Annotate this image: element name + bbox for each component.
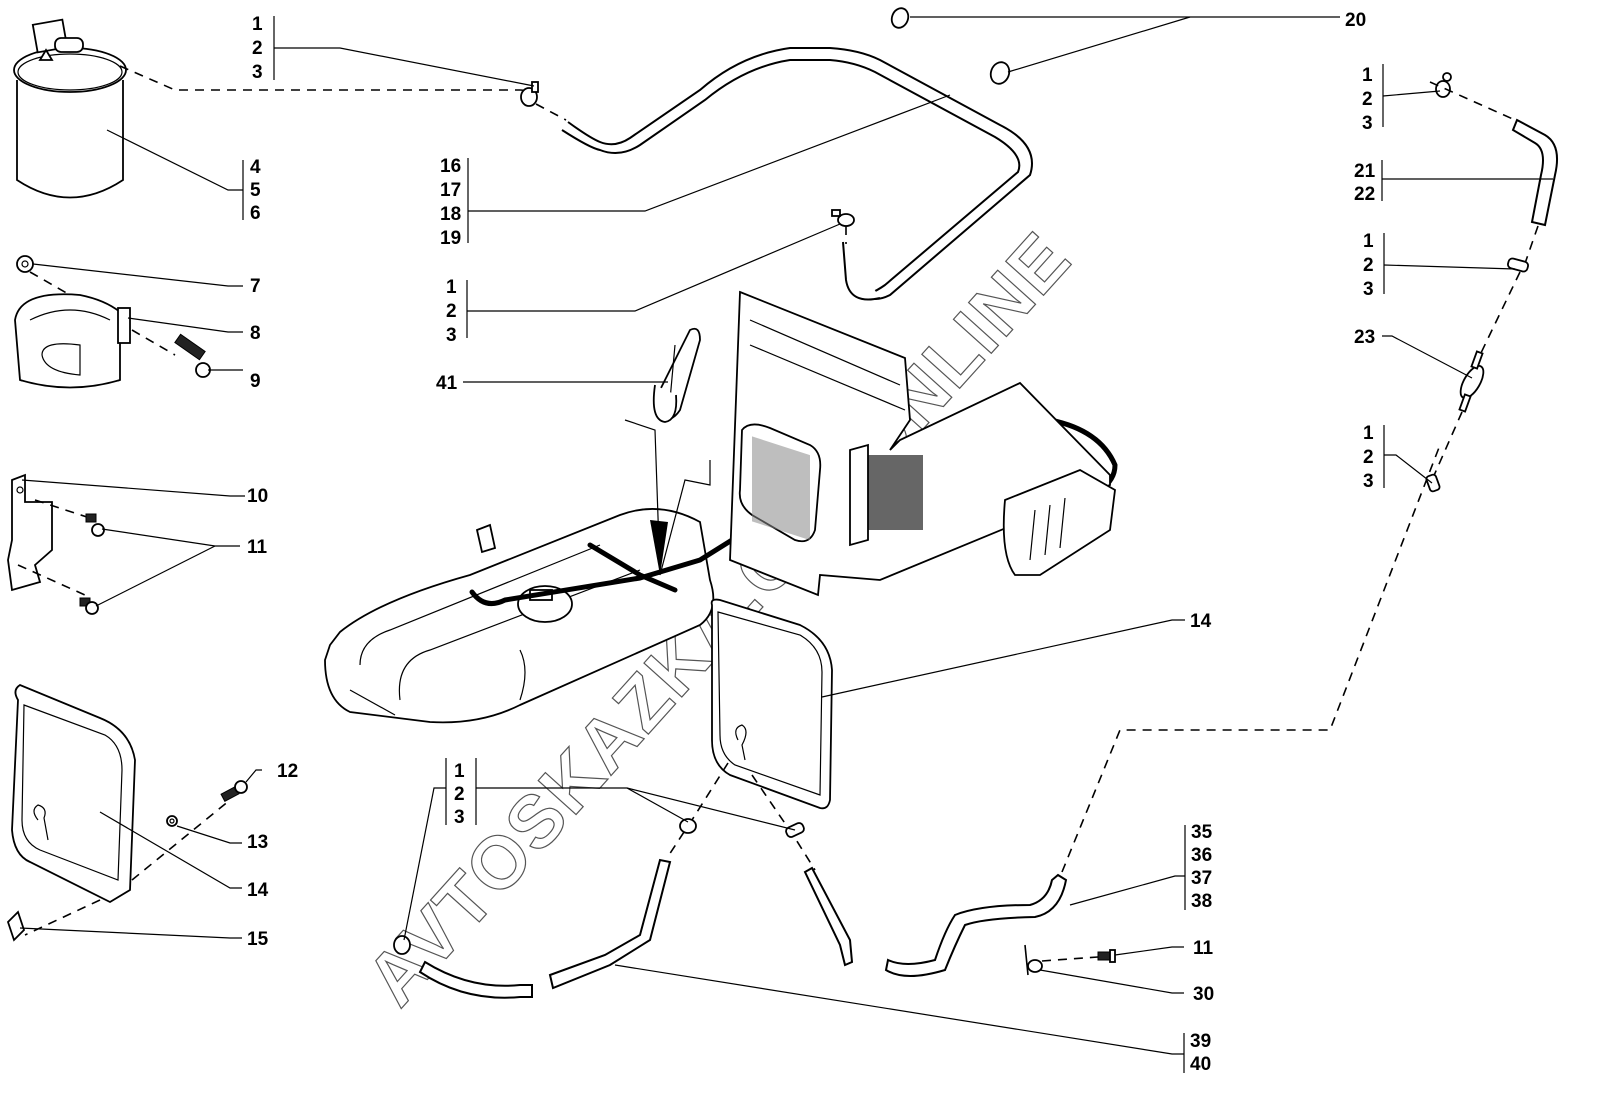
callout-1-2-3-right-b-2: 2: [1363, 255, 1374, 276]
hose-clamp-mid[interactable]: [831, 209, 855, 227]
callout-35: 35: [1191, 822, 1213, 843]
callout-9: 9: [250, 371, 261, 392]
access-hatch-grille[interactable]: [738, 423, 822, 543]
callout-40: 40: [1190, 1054, 1211, 1075]
callout-13: 13: [247, 832, 268, 853]
fuel-hose-lower-right[interactable]: [803, 866, 1068, 977]
callout-1-2-3-right-a-2: 2: [1362, 89, 1373, 110]
bolt-11-b[interactable]: [79, 597, 99, 615]
cable-tie-41[interactable]: [652, 327, 701, 423]
callout-1-2-3-right-a-1: 1: [1362, 65, 1373, 86]
bracket-30[interactable]: [1024, 944, 1043, 976]
callout-30: 30: [1193, 984, 1214, 1005]
washer-13[interactable]: [166, 815, 178, 827]
callout-23: 23: [1354, 327, 1375, 348]
callout-1-2-3-right-c-2: 2: [1363, 447, 1374, 468]
callout-36: 36: [1191, 845, 1212, 866]
screw-12[interactable]: [220, 780, 248, 802]
check-valve-23[interactable]: [1456, 350, 1488, 413]
callout-1-2-3-right-a-3: 3: [1362, 113, 1373, 134]
nut-7[interactable]: [16, 255, 34, 273]
filter-to-clamp-dash: [119, 65, 533, 99]
callout-11-left: 11: [247, 537, 268, 558]
fuel-hose-top[interactable]: [561, 47, 1033, 300]
callout-1-2-3-mid-2: 2: [446, 301, 457, 322]
heater-unit[interactable]: [849, 443, 923, 547]
hose-clamp-right-b[interactable]: [1507, 257, 1529, 273]
callout-6: 6: [250, 203, 261, 224]
callout-labels: 1 2 3 4 5 6 7 8 9 10 11 12 13 14 15 16 1…: [247, 10, 1376, 1075]
long-dash-right: [1061, 444, 1441, 873]
harness-line: [469, 497, 763, 607]
callout-5: 5: [250, 180, 261, 201]
callout-7: 7: [250, 276, 261, 297]
fuel-filter[interactable]: [13, 18, 127, 199]
fuel-hose-21-22[interactable]: [1511, 118, 1558, 227]
callout-1-2-3-right-b-1: 1: [1363, 231, 1374, 252]
hose-clamp-20-a[interactable]: [889, 6, 911, 30]
access-cover-center[interactable]: [710, 598, 833, 810]
callout-1-2-3-mid-3: 3: [446, 325, 457, 346]
clip-15[interactable]: [6, 910, 26, 942]
heater-manifold[interactable]: [1002, 469, 1116, 576]
hose-u-bend: [842, 241, 881, 301]
callout-39: 39: [1190, 1031, 1211, 1052]
callout-14-right: 14: [1190, 611, 1212, 632]
callout-1-2-3-mid-1: 1: [446, 277, 457, 298]
callout-21: 21: [1354, 161, 1376, 182]
hose-clamp-lower-c[interactable]: [393, 935, 411, 955]
callout-1-2-3-bottom-1: 1: [454, 761, 465, 782]
callout-38: 38: [1191, 891, 1212, 912]
callout-1-2-3-right-c-1: 1: [1363, 423, 1374, 444]
callout-1-2-3-top-3: 3: [252, 62, 263, 83]
access-cover-left[interactable]: [11, 683, 136, 904]
callout-12: 12: [277, 761, 298, 782]
fuel-hose-lower-left[interactable]: [418, 858, 672, 999]
callout-11-right: 11: [1193, 938, 1214, 959]
hose-clamp-lower-a[interactable]: [679, 818, 697, 834]
callout-1-2-3-bottom-2: 2: [454, 784, 465, 805]
hose-clamp-right-a[interactable]: [1435, 72, 1452, 98]
callout-1-2-3-top-2: 2: [252, 38, 263, 59]
callout-10: 10: [247, 486, 268, 507]
filter-bracket-8[interactable]: [14, 293, 131, 389]
callout-37: 37: [1191, 868, 1212, 889]
callout-14-left: 14: [247, 880, 269, 901]
callout-1-2-3-right-c-3: 3: [1363, 471, 1374, 492]
callout-8: 8: [250, 323, 261, 344]
pointer-wedge: [624, 419, 711, 576]
callout-20: 20: [1345, 10, 1366, 31]
callout-41: 41: [436, 373, 458, 394]
callout-17: 17: [440, 180, 461, 201]
callout-22: 22: [1354, 184, 1375, 205]
callout-16: 16: [440, 156, 461, 177]
callout-18: 18: [440, 204, 461, 225]
hose-clamp-right-c[interactable]: [1425, 473, 1441, 493]
callout-1-2-3-bottom-3: 3: [454, 807, 465, 828]
callout-1-2-3-right-b-3: 3: [1363, 279, 1374, 300]
leader-lines: [19, 16, 1553, 1073]
callout-19: 19: [440, 228, 461, 249]
callout-4: 4: [250, 157, 261, 178]
hose-clamp-top[interactable]: [520, 81, 539, 107]
callout-15: 15: [247, 929, 269, 950]
bolt-9[interactable]: [174, 333, 211, 378]
bolt-11-a[interactable]: [85, 513, 105, 537]
bracket-10[interactable]: [7, 473, 53, 592]
hose-clamp-20-b[interactable]: [988, 60, 1012, 87]
callout-1-2-3-top-1: 1: [252, 14, 263, 35]
bolt-11-right[interactable]: [1097, 949, 1116, 963]
